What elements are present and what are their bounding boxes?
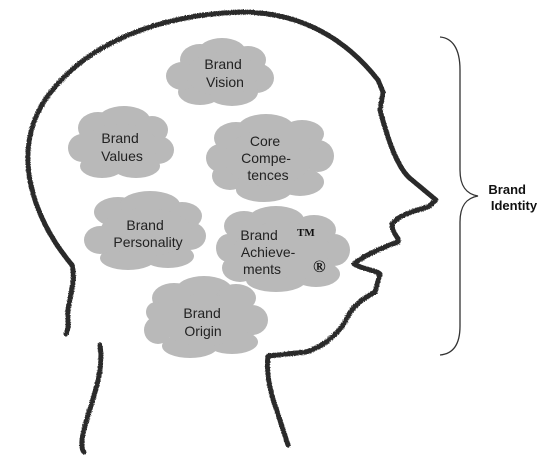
cloud-core-line-2: Compe- [241,150,291,166]
cloud-origin-line-1: Brand [183,305,220,321]
trademark-symbol: TM [297,227,315,239]
cloud-brand-origin [144,276,268,358]
cloud-personality-line-2: Personality [113,234,182,250]
head-outline [25,9,439,455]
cloud-brand-vision [166,38,274,106]
cloud-origin-line-2: Origin [184,323,221,339]
cloud-core-label: Core Compe- tences [241,133,295,183]
registered-symbol: ® [313,257,326,276]
neck-line [79,342,104,455]
brand-identity-line-1: Brand [488,182,526,197]
cloud-vision-line-1: Brand [204,56,241,72]
cloud-core-line-3: tences [247,167,288,183]
cloud-core-competences [206,114,334,202]
brand-identity-label: Brand Identity [488,182,537,213]
identity-bracket [439,36,479,356]
clouds [68,38,350,358]
cloud-brand-personality [84,191,206,270]
head-profile-line [25,9,439,448]
cloud-brand-achievements [216,206,350,292]
head-back-line [63,262,76,337]
cloud-origin-label: Brand Origin [183,305,224,339]
cloud-achievements-label: Brand Achieve- ments [240,227,299,277]
cloud-achievements-line-1: Brand [240,227,277,243]
cloud-personality-label: Brand Personality [113,217,182,250]
cloud-achievements-line-2: Achieve- [241,244,296,260]
brand-identity-line-2: Identity [491,198,538,213]
cloud-labels: Brand Vision Brand Values Core Compe- te… [101,56,299,339]
cloud-brand-values [68,106,174,178]
cloud-vision-line-2: Vision [206,74,244,90]
cloud-values-label: Brand Values [101,130,143,164]
cloud-achievements-line-3: ments [243,261,281,277]
cloud-values-line-2: Values [101,148,143,164]
cloud-core-line-1: Core [250,133,281,149]
cloud-vision-label: Brand Vision [204,56,245,90]
cloud-values-line-1: Brand [101,130,138,146]
cloud-personality-line-1: Brand [126,217,163,233]
